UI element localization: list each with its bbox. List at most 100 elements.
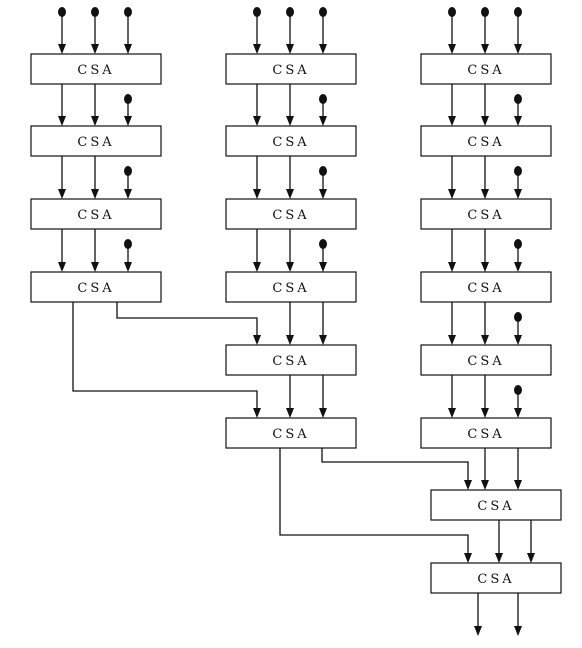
- arrowhead-18: [124, 262, 132, 272]
- csa-final-2-label: CSA: [477, 572, 514, 587]
- arrowhead-13: [58, 189, 66, 199]
- input-terminal-dot: [481, 7, 489, 17]
- arrowhead-43: [286, 335, 294, 345]
- csa-c4-label: CSA: [467, 281, 504, 296]
- arrowhead-32: [481, 189, 489, 199]
- csa-c5: [420, 344, 552, 376]
- csa-final-1-label: CSA: [477, 499, 514, 514]
- arrowhead-6: [319, 44, 327, 54]
- csa-b6: [225, 417, 357, 449]
- arrowhead-16: [58, 262, 66, 272]
- arrowhead-12: [124, 116, 132, 126]
- csa-b5-label: CSA: [272, 354, 309, 369]
- arrowhead-51: [464, 480, 472, 490]
- input-terminal-dot: [514, 239, 522, 249]
- arrowhead-55: [474, 626, 482, 636]
- arrowhead-44: [319, 335, 327, 345]
- csa-b3-label: CSA: [272, 208, 309, 223]
- arrowhead-41: [481, 408, 489, 418]
- csa-c3-label: CSA: [467, 208, 504, 223]
- arrowhead-39: [514, 335, 522, 345]
- csa-b6-label: CSA: [272, 427, 309, 442]
- csa-blocks: CSA CSA CSA CSA CSA CSA CSA CSA CSA CSA CSA CSA CSA C…: [30, 53, 562, 594]
- csa-c1-label: CSA: [467, 63, 504, 78]
- arrowhead-38: [481, 335, 489, 345]
- csa-c3: [420, 198, 552, 230]
- csa-c6: [420, 417, 552, 449]
- csa-b1-label: CSA: [272, 63, 309, 78]
- arrowhead-33: [514, 189, 522, 199]
- input-terminal-dot: [124, 166, 132, 176]
- arrowhead-1: [58, 44, 66, 54]
- arrowhead-42: [514, 408, 522, 418]
- arrowhead-23: [286, 189, 294, 199]
- input-terminal-dot: [448, 7, 456, 17]
- arrowhead-47: [319, 408, 327, 418]
- csa-b5: [225, 344, 357, 376]
- input-terminal-dot: [319, 166, 327, 176]
- wire-54: [279, 448, 469, 555]
- csa-a3: [30, 198, 162, 230]
- arrowhead-53: [527, 553, 535, 563]
- arrowhead-27: [319, 262, 327, 272]
- csa-c1: [420, 53, 552, 85]
- csa-final-1: [430, 489, 562, 521]
- input-terminal-dot: [91, 7, 99, 17]
- input-terminal-dot: [319, 94, 327, 104]
- csa-b1: [225, 53, 357, 85]
- wires: [58, 7, 535, 636]
- input-terminal-dot: [124, 239, 132, 249]
- wire-45: [116, 302, 258, 337]
- csa-a4: [30, 271, 162, 303]
- arrowhead-2: [91, 44, 99, 54]
- arrowhead-5: [286, 44, 294, 54]
- csa-a4-label: CSA: [77, 281, 114, 296]
- arrowhead-17: [91, 262, 99, 272]
- arrowhead-34: [448, 262, 456, 272]
- arrowhead-54: [464, 553, 472, 563]
- arrowhead-20: [286, 116, 294, 126]
- csa-b3: [225, 198, 357, 230]
- input-terminal-dot: [514, 94, 522, 104]
- arrowhead-46: [286, 408, 294, 418]
- input-terminal-dot: [514, 312, 522, 322]
- csa-c4: [420, 271, 552, 303]
- input-terminal-dot: [514, 385, 522, 395]
- csa-a2: [30, 125, 162, 157]
- arrowhead-7: [448, 44, 456, 54]
- csa-b4: [225, 271, 357, 303]
- csa-c2: [420, 125, 552, 157]
- input-terminal-dot: [286, 7, 294, 17]
- arrowhead-37: [448, 335, 456, 345]
- arrowhead-30: [514, 116, 522, 126]
- arrowhead-31: [448, 189, 456, 199]
- input-terminal-dot: [253, 7, 261, 17]
- csa-b2: [225, 125, 357, 157]
- input-terminal-dot: [58, 7, 66, 17]
- arrowhead-48: [253, 408, 261, 418]
- arrowhead-45: [253, 335, 261, 345]
- arrowhead-14: [91, 189, 99, 199]
- arrowhead-28: [448, 116, 456, 126]
- input-terminal-dot: [514, 166, 522, 176]
- arrowhead-29: [481, 116, 489, 126]
- csa-c6-label: CSA: [467, 427, 504, 442]
- csa-a1: [30, 53, 162, 85]
- arrowhead-9: [514, 44, 522, 54]
- wire-48: [72, 302, 258, 410]
- csa-a2-label: CSA: [77, 135, 114, 150]
- arrowhead-19: [253, 116, 261, 126]
- wire-51: [321, 448, 469, 482]
- arrowhead-8: [481, 44, 489, 54]
- input-terminal-dot: [514, 7, 522, 17]
- arrowhead-26: [286, 262, 294, 272]
- csa-a1-label: CSA: [77, 63, 114, 78]
- arrowhead-10: [58, 116, 66, 126]
- input-terminal-dot: [124, 94, 132, 104]
- arrowhead-56: [514, 626, 522, 636]
- arrowhead-35: [481, 262, 489, 272]
- csa-c5-label: CSA: [467, 354, 504, 369]
- csa-a3-label: CSA: [77, 208, 114, 223]
- arrowhead-25: [253, 262, 261, 272]
